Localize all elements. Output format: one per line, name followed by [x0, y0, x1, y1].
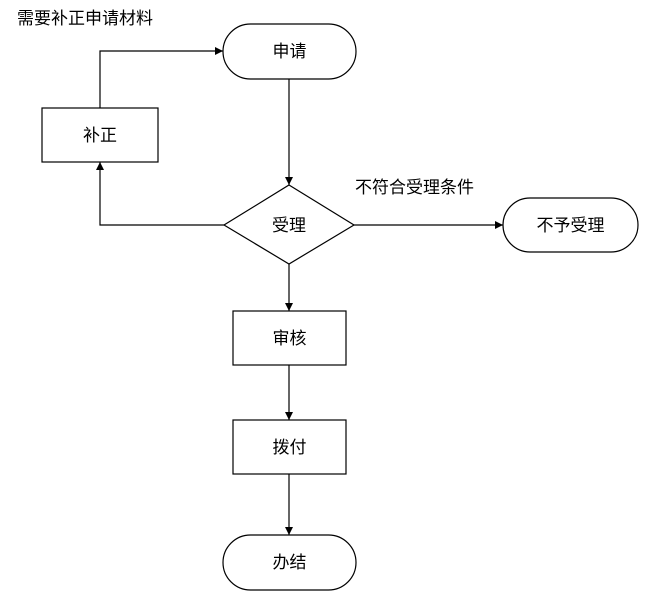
node-accept: 受理 — [222, 184, 356, 265]
edge-label-not-qualified: 不符合受理条件 — [355, 178, 474, 198]
node-accept-label: 受理 — [272, 216, 306, 236]
edge-supplement-to-apply — [99, 47, 223, 108]
node-supplement-label: 补正 — [83, 126, 117, 146]
node-apply-label: 申请 — [273, 42, 307, 62]
node-complete: 办结 — [222, 534, 357, 591]
node-complete-label: 办结 — [273, 553, 307, 573]
edge-accept-to-supplement — [96, 162, 224, 226]
edge-label-supplement-needed: 需要补正申请材料 — [17, 9, 153, 29]
node-review: 审核 — [232, 310, 347, 366]
node-reject-label: 不予受理 — [537, 216, 605, 236]
node-apply: 申请 — [222, 23, 357, 80]
node-payment: 拨付 — [232, 419, 347, 475]
node-reject: 不予受理 — [502, 197, 639, 253]
node-supplement: 补正 — [41, 107, 159, 163]
node-payment-label: 拨付 — [273, 438, 307, 458]
node-review-label: 审核 — [273, 329, 307, 349]
